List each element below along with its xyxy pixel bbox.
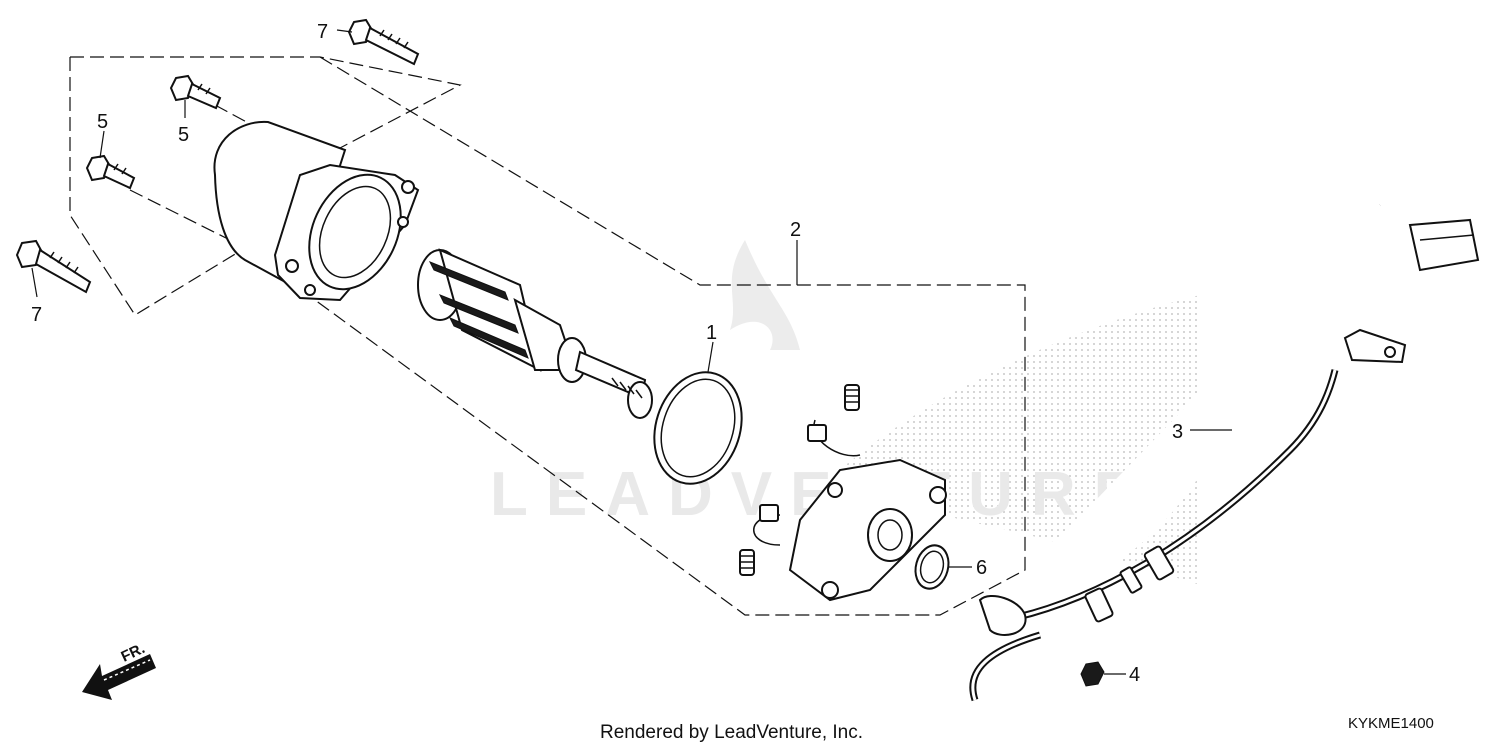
brush-holder-assembly: [739, 384, 947, 602]
callout-small-o-ring: 6: [976, 557, 987, 579]
cable-terminal: [1343, 328, 1407, 364]
leader-1: [707, 341, 714, 373]
leader-5-lower: [99, 130, 105, 159]
bolt-left: [15, 239, 92, 294]
watermark-flame-icon: [730, 240, 800, 350]
callout-bolt-mid-lower: 5: [97, 111, 108, 133]
callout-bolt-left: 7: [31, 304, 42, 326]
motor-housing: [213, 120, 420, 302]
leader-lines: [31, 29, 1232, 675]
footer-credit: Rendered by LeadVenture, Inc.: [600, 722, 863, 743]
leader-7-left: [31, 267, 38, 298]
callout-screw: 4: [1129, 664, 1140, 686]
front-direction-indicator: FR.: [82, 640, 156, 700]
callout-o-ring: 1: [706, 322, 717, 344]
outline-brush-assembly: [239, 56, 1026, 616]
outline-housing-left: [69, 57, 251, 316]
cable-boot: [978, 595, 1027, 636]
o-ring: [653, 371, 743, 485]
callout-brush-holder-assembly: 2: [790, 219, 801, 241]
front-arrow-icon: [82, 654, 156, 700]
outline-housing-top: [70, 56, 462, 149]
spring-upper: [844, 384, 860, 411]
callout-bolt-mid-upper: 5: [178, 124, 189, 146]
screw: [1080, 661, 1105, 687]
diagram-code: KYKME1400: [1348, 715, 1434, 732]
bolt-mid-lower: [85, 154, 136, 190]
callout-cable: 3: [1172, 421, 1183, 443]
callout-bolt-top: 7: [317, 21, 328, 43]
small-o-ring: [914, 544, 950, 590]
cable-connector: [1408, 218, 1480, 272]
cable: [969, 203, 1480, 702]
leader-7-top: [336, 29, 353, 33]
callout-labels: 7 5 5 7 1 2 3 4 6: [31, 21, 1183, 686]
outline-bolt-line-lower: [129, 189, 241, 246]
bolt-top: [347, 18, 420, 66]
armature: [417, 248, 653, 419]
bolt-mid-upper: [169, 74, 222, 110]
